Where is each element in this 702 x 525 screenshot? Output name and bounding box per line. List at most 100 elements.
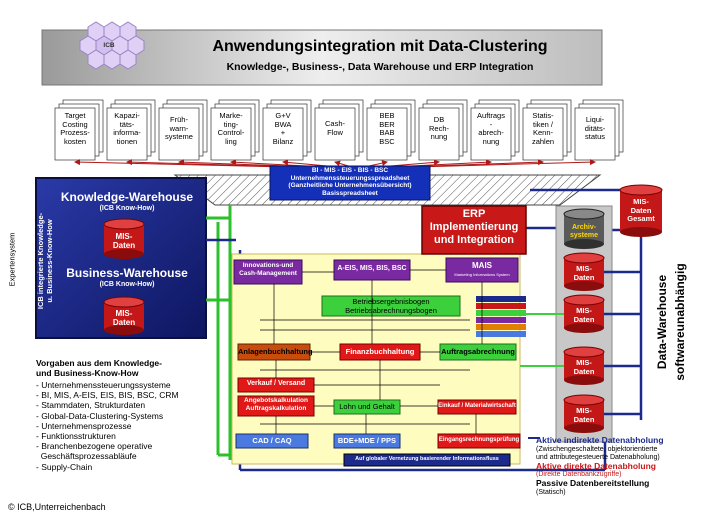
right-green-connectors [520, 313, 564, 367]
erp-text: ERP Implementierung und Integration [422, 208, 526, 247]
betrieb-label: Betriebsergebnisbogen Betriebsabrechnung… [345, 297, 437, 315]
vorgaben-item: Geschäftsprozessabläufe [36, 451, 137, 462]
einkauf-box [437, 399, 517, 415]
erp-box [421, 205, 527, 255]
vorgaben-block: Vorgaben aus dem Knowledge- und Business… [36, 358, 236, 378]
vorgaben-item: - Stammdaten, Strukturdaten [36, 400, 146, 411]
right-mis-label-1: MIS- Daten [573, 264, 595, 282]
doc-marketing: Marke- ting- Control- ling [217, 111, 245, 146]
eingang-box [437, 433, 521, 449]
dw-label-2: softwareunabhängig [673, 263, 687, 381]
vernetzung-label: Auf globaler Vernetzung basierender Info… [355, 456, 499, 462]
legend-active-indirect: Aktive indirekte Datenabholung [536, 435, 664, 445]
cad-label: CAD / CAQ [252, 436, 292, 445]
vorgaben-item: - Global-Data-Clustering-Systems [36, 410, 164, 421]
warehouse-side-label: ICB integrierte Knowledge- u. Business-K… [36, 212, 54, 310]
basis-line2: Unternehmenssteuerungsspreadsheet [290, 174, 410, 182]
internal-wiring [260, 269, 483, 434]
vorgaben-item: - Unternehmensprozesse [36, 420, 132, 431]
legend-passive-sub: (Statisch) [536, 488, 566, 496]
level-strip [476, 296, 526, 337]
mis-cylinder-knowledge [103, 218, 145, 259]
logo-text: ICB [103, 42, 115, 49]
cad-box [235, 433, 309, 449]
basis-spreadsheet-box [269, 165, 431, 201]
right-connectors [530, 188, 643, 420]
knowledge-mis-label: MIS- Daten [112, 232, 136, 250]
page-title: Anwendungsintegration mit Data-Clusterin… [212, 38, 548, 55]
doc-liquiditaet: Liqui- ditäts- status [584, 115, 606, 141]
mais-box [445, 257, 519, 283]
archiv-label: Archiv- systeme [569, 224, 599, 239]
angebot-label: Angebotskalkulation Auftragskalkulation [244, 397, 308, 412]
doc-auftrag: Auftrags - abrech- nung [477, 111, 505, 146]
right-mis-label-2: MIS- Daten [573, 306, 595, 324]
mais-label: MAIS [472, 261, 492, 270]
doc-target-costing: Target Costing Prozess- kosten [60, 111, 90, 146]
legend-active-direct: Aktive direkte Datenabholung [536, 460, 656, 471]
doc-cashflow: Cash- Flow [324, 119, 345, 137]
business-warehouse-title: Business-Warehouse [66, 266, 188, 280]
mais-sublabel: Marketing Informations System [454, 272, 510, 277]
knowledge-warehouse-title: Knowledge-Warehouse [60, 190, 194, 204]
expert-system-label: Expertensystem [7, 232, 17, 287]
gesamt-label: MIS- Daten Gesamt [627, 197, 655, 223]
archiv-cylinder [563, 208, 605, 249]
mis-cylinder-right-3 [563, 346, 605, 385]
basis-line1: BI - MIS - EIS - BIS - BSC [311, 167, 389, 174]
lohn-box [333, 399, 401, 415]
bde-label: BDE+MDE / PPS [337, 436, 397, 445]
mis-cylinder-business [103, 296, 145, 335]
vorgaben-list: - Unternehmenssteuerungssysteme - BI, MI… [36, 380, 246, 472]
legend-block: Aktive indirekte Datenabholung (Zwischen… [536, 435, 702, 497]
vorgaben-item: - Funktionsstrukturen [36, 431, 116, 442]
right-mis-label-4: MIS- Daten [573, 406, 595, 424]
eingang-label: Eingangsrechnungsprüfung [438, 437, 520, 443]
vorgaben-title-1: Vorgaben aus dem Knowledge- [36, 358, 162, 368]
doc-guv: G+V BWA + Bilanz [272, 111, 294, 146]
doc-fruehwarn: Früh- warn- systeme [165, 115, 193, 141]
vorgaben-item: - BI, MIS, A-EIS, EIS, BIS, BSC, CRM [36, 390, 179, 401]
doc-statistik: Statis- tiken / Kenn- zahlen [531, 111, 555, 146]
finanz-label: Finanzbuchhaltung [345, 347, 415, 356]
basis-line3: (Ganzheitliche Unternehmensübersicht) [288, 182, 412, 190]
aeis-label: A-EIS, MIS, BIS, BSC [337, 265, 407, 272]
vorgaben-title-2: und Business-Know-How [36, 368, 139, 378]
business-warehouse-sub: (ICB Know-How) [99, 281, 155, 288]
business-mis-label: MIS- Daten [112, 309, 136, 327]
vorgaben-item: - Supply-Chain [36, 461, 93, 472]
mis-cylinder-right-4 [563, 394, 605, 433]
legend-active-indirect-sub2: und attributegesteuerte Datenabholung) [536, 453, 660, 461]
document-stacks [54, 99, 624, 161]
doc-beb: BEB BER BAB BSC [379, 111, 395, 146]
bde-box [333, 433, 401, 449]
betrieb-box [321, 295, 461, 317]
doc-db: DB Rech- nung [428, 115, 449, 141]
mis-cylinder-gesamt [619, 184, 663, 237]
vorgaben-item: - Unternehmenssteuerungssysteme [36, 380, 171, 390]
erp-line1: ERP [462, 208, 486, 220]
mis-cylinder-right-1 [563, 252, 605, 291]
doc-kapazitaet: Kapazi- täts- informa- tionen [113, 111, 141, 146]
einkauf-label: Einkauf / Materialwirtschaft [438, 403, 516, 409]
basis-spreadsheet-text: BI - MIS - EIS - BIS - BSC Unternehmenss… [270, 167, 430, 197]
lohn-label: Lohn und Gehalt [339, 402, 395, 411]
copyright: © ICB,Unterreichenbach [8, 502, 106, 512]
vernetzung-bar [343, 453, 511, 467]
knowledge-warehouse-sub: (ICB Know-How) [99, 205, 155, 212]
auftrag-label: Auftragsabrechnung [441, 347, 515, 356]
erp-line2: Implementierung [429, 221, 519, 233]
erp-line3: und Integration [433, 234, 515, 246]
vorgaben-item: - Branchenbezogene operative [36, 441, 153, 452]
mis-cylinder-right-2 [563, 294, 605, 333]
basis-line4: Basisspreadsheet [322, 189, 378, 197]
anlagen-label: Anlagenbuchhaltung [238, 347, 313, 356]
page-subtitle: Knowledge-, Business-, Data Warehouse un… [226, 61, 534, 73]
dw-label-1: Data-Warehouse [655, 274, 669, 370]
right-mis-label-3: MIS- Daten [573, 358, 595, 376]
icb-logo [79, 21, 145, 70]
innovation-label: Innovations-und Cash-Management [239, 262, 297, 277]
legend-active-indirect-sub1: (Zwischengeschaltete, objektorientierte [536, 445, 658, 453]
